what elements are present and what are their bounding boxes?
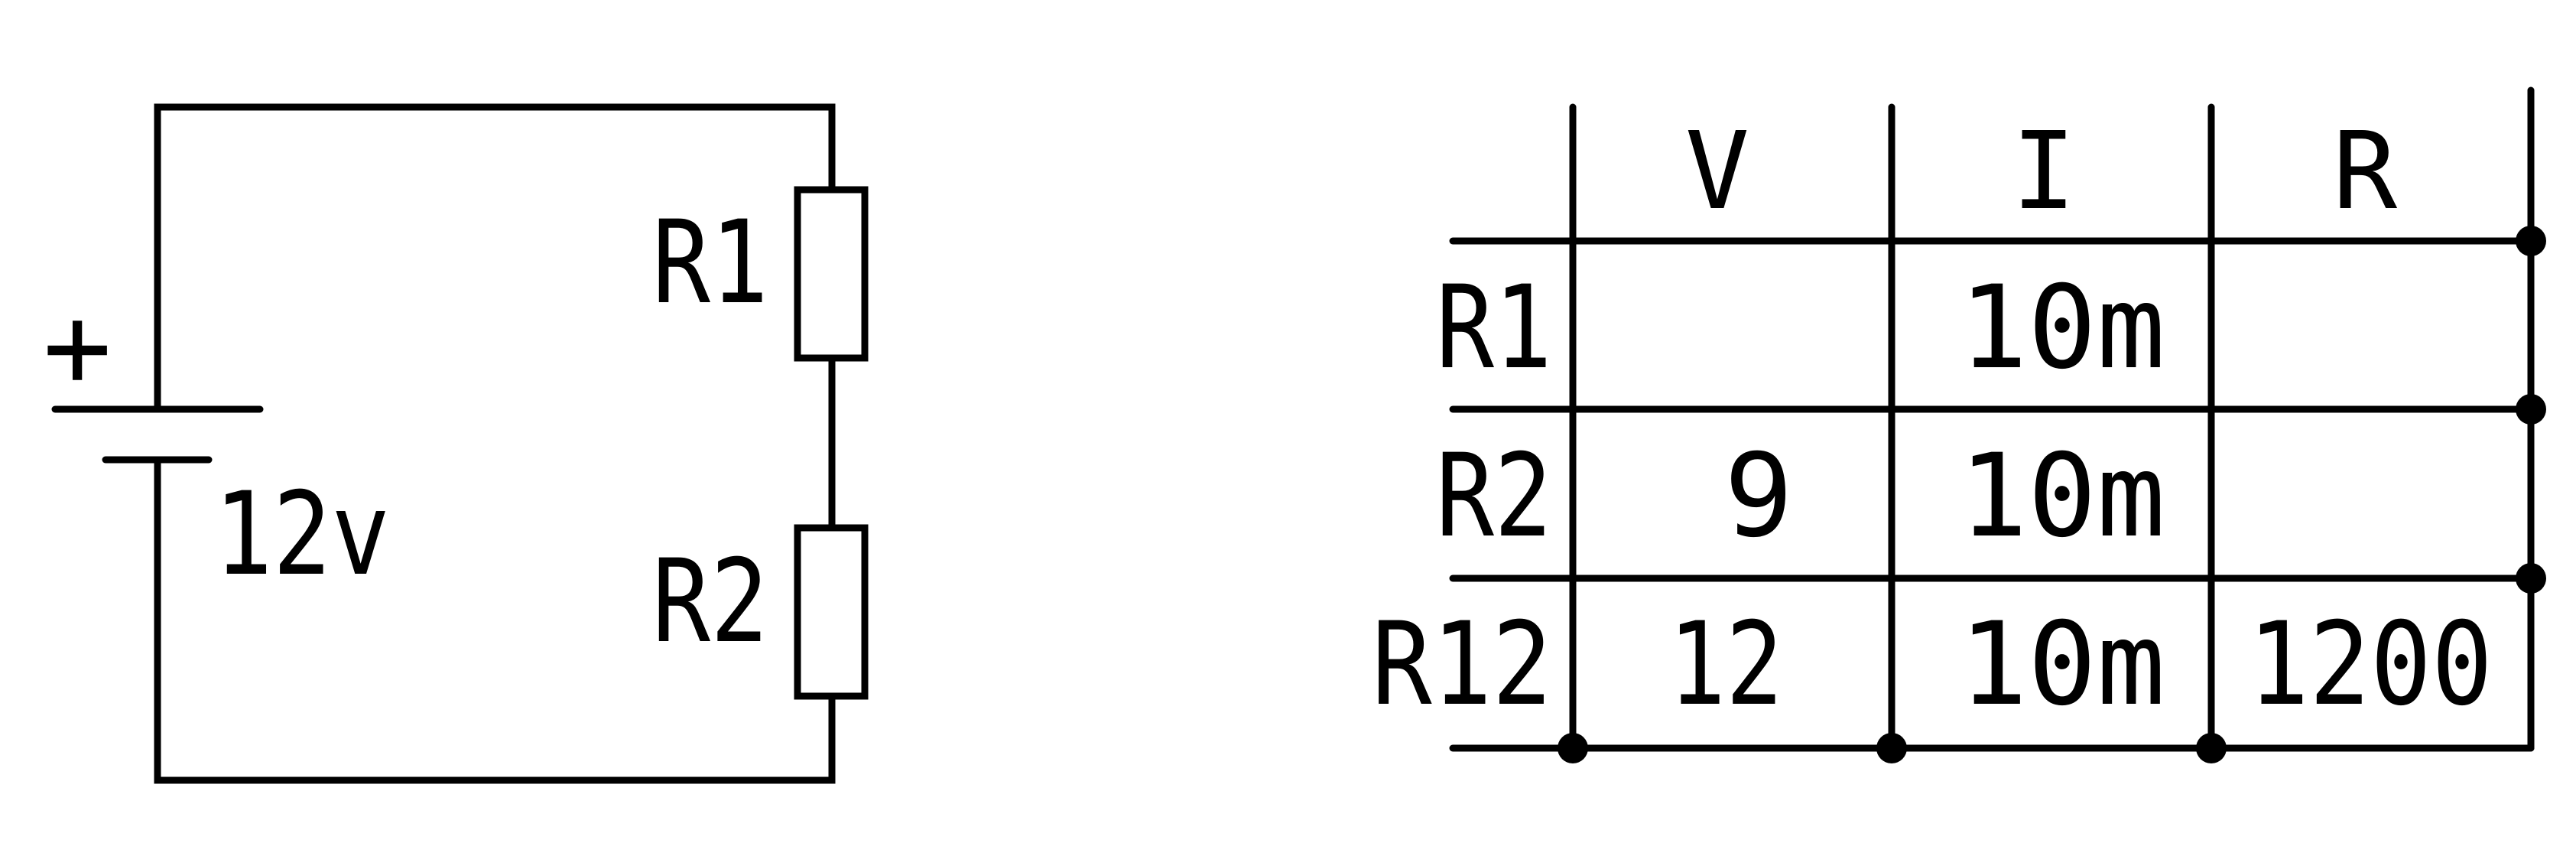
resistor-r1 — [794, 186, 869, 362]
vir-table: V I R R1 10m R2 9 10m R12 12 10m 1200 — [1372, 86, 2546, 763]
table-cell-r12-v: 12 — [1668, 598, 1783, 731]
table-cell-r2-i: 10m — [1959, 430, 2165, 563]
table-junction-dot — [2516, 394, 2546, 425]
table-junction-dot — [2196, 733, 2227, 763]
table-header-i: I — [2012, 109, 2076, 234]
table-junction-dot — [1558, 733, 1588, 763]
resistor-r1-label: R1 — [652, 197, 768, 330]
table-junction-dot — [1876, 733, 1907, 763]
table-junction-dot — [2516, 563, 2546, 594]
table-header-v: V — [1685, 109, 1749, 234]
battery-symbol — [51, 405, 264, 464]
resistor-r2 — [794, 524, 869, 700]
table-row-label-r12: R12 — [1372, 598, 1552, 731]
table-cell-r1-i: 10m — [1959, 262, 2165, 395]
table-cell-r12-r: 1200 — [2248, 598, 2493, 731]
resistor-r2-label: R2 — [652, 535, 768, 669]
circuit-schematic: + 12v R1 R2 — [43, 103, 869, 784]
table-cell-r2-v: 9 — [1724, 430, 1793, 563]
battery-plus-sign: + — [43, 281, 112, 414]
battery-voltage-label: 12v — [214, 468, 390, 601]
table-cell-r12-i: 10m — [1959, 598, 2165, 731]
table-junction-dot — [2516, 226, 2546, 256]
table-row-label-r2: R2 — [1436, 430, 1552, 563]
table-row-label-r1: R1 — [1436, 262, 1552, 395]
table-header-r: R — [2333, 109, 2398, 234]
wire-top-left — [154, 103, 836, 411]
wire-bottom — [154, 458, 836, 784]
